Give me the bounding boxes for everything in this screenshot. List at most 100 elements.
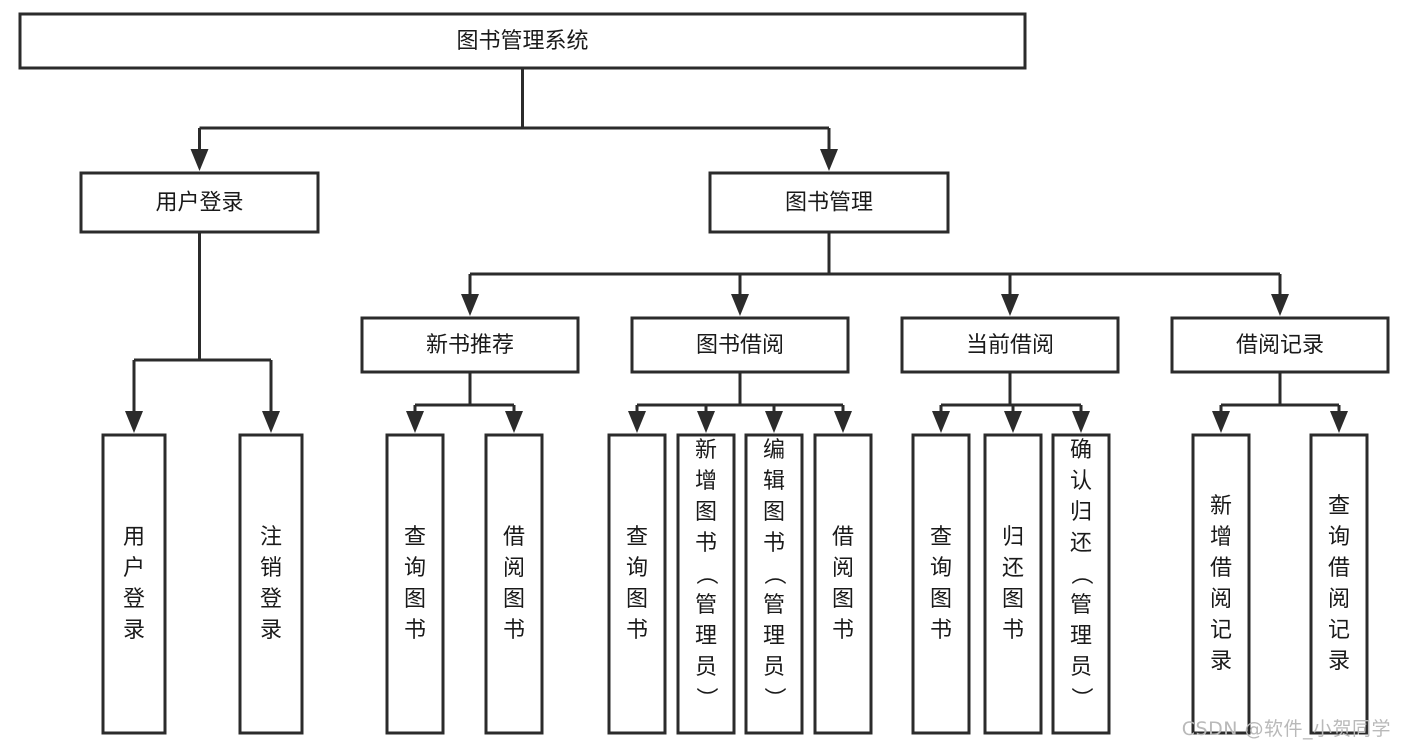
level2-node-4[interactable]: 借阅记录: [1170, 316, 1390, 374]
node-新增借阅记录-label-char: 新: [1210, 494, 1232, 519]
level2-node-2[interactable]: 图书借阅: [630, 316, 850, 374]
level1-node-1[interactable]: 用户登录: [79, 171, 320, 234]
node-归还图书-label-char: 还: [1002, 556, 1024, 581]
node-查询图书-box[interactable]: [607, 433, 667, 735]
node-借阅图书-label-char: 阅: [503, 556, 525, 581]
node-确认归还管理员-label-char: 归: [1070, 500, 1092, 525]
node-注销登录-label-char: 销: [260, 556, 282, 581]
node-编辑图书管理员-label-char: 管: [763, 593, 785, 618]
node-确认归还管理员-label-char: ）: [1068, 687, 1093, 709]
node-查询图书-box[interactable]: [385, 433, 445, 735]
node-借阅图书-label-char: 书: [503, 618, 525, 643]
node-注销登录-box[interactable]: [238, 433, 304, 735]
node-新增图书管理员-label-char: 管: [695, 593, 717, 618]
node-编辑图书管理员-label-char: 图: [763, 500, 785, 525]
node-注销登录-label-char: 录: [260, 618, 282, 643]
node-确认归还管理员-label-char: 还: [1070, 531, 1092, 556]
node-借阅记录-box[interactable]: [1170, 316, 1390, 374]
root-node-1[interactable]: 图书管理系统: [18, 12, 1027, 70]
node-新增图书管理员-label-char: 图: [695, 500, 717, 525]
node-确认归还管理员-label-char: 管: [1070, 593, 1092, 618]
node-编辑图书管理员-label-char: ）: [761, 687, 786, 709]
node-查询图书-box[interactable]: [911, 433, 971, 735]
node-编辑图书管理员-label-char: 书: [763, 531, 785, 556]
node-借阅图书-label-char: 借: [832, 525, 854, 550]
node-编辑图书管理员-label-char: 理: [763, 624, 785, 649]
connector-arrowhead: [628, 411, 646, 433]
node-当前借阅-box[interactable]: [900, 316, 1120, 374]
node-编辑图书管理员-label-char: （: [761, 563, 786, 585]
node-用户登录-box[interactable]: [79, 171, 320, 234]
node-借阅图书-box[interactable]: [484, 433, 544, 735]
connector-arrowhead: [505, 411, 523, 433]
node-图书管理-box[interactable]: [708, 171, 950, 234]
node-图书借阅-box[interactable]: [630, 316, 850, 374]
node-图书管理-label: 图书管理: [785, 191, 873, 216]
node-用户登录-label-char: 户: [123, 556, 145, 581]
connector-arrowhead: [697, 411, 715, 433]
edges-layer: [125, 68, 1348, 433]
node-查询借阅记录-label-char: 询: [1328, 525, 1350, 550]
node-查询借阅记录-label-char: 查: [1328, 494, 1350, 519]
node-新增图书管理员-label-char: 新: [695, 438, 717, 463]
node-图书管理系统-box[interactable]: [18, 12, 1027, 70]
level1-node-2[interactable]: 图书管理: [708, 171, 950, 234]
node-新增图书管理员-box[interactable]: [676, 433, 736, 735]
node-借阅记录-label: 借阅记录: [1236, 333, 1324, 358]
connector-arrowhead: [731, 294, 749, 316]
connector-arrowhead: [1271, 294, 1289, 316]
node-注销登录-label-char: 登: [260, 587, 282, 612]
node-图书借阅-label: 图书借阅: [696, 333, 784, 358]
watermark-text: CSDN @软件_小贺同学: [1181, 718, 1391, 740]
node-确认归还管理员-label-char: （: [1068, 563, 1093, 585]
node-编辑图书管理员-box[interactable]: [744, 433, 804, 735]
nodes-layer: 图书管理系统用户登录图书管理新书推荐图书借阅当前借阅借阅记录用户登录注销登录查询…: [18, 12, 1390, 735]
node-新增图书管理员-label-char: ）: [693, 687, 718, 709]
node-用户登录-label-char: 登: [123, 587, 145, 612]
node-确认归还管理员-label-char: 理: [1070, 624, 1092, 649]
node-新增图书管理员-label-char: 理: [695, 624, 717, 649]
node-用户登录-box[interactable]: [101, 433, 167, 735]
node-借阅图书-box[interactable]: [813, 433, 873, 735]
level2-node-3[interactable]: 当前借阅: [900, 316, 1120, 374]
node-查询图书-label-char: 查: [930, 525, 952, 550]
node-归还图书-label-char: 图: [1002, 587, 1024, 612]
level2-node-1[interactable]: 新书推荐: [360, 316, 580, 374]
node-查询借阅记录-box[interactable]: [1309, 433, 1369, 735]
connector-arrowhead: [834, 411, 852, 433]
node-确认归还管理员-box[interactable]: [1051, 433, 1111, 735]
connector-arrowhead: [1072, 411, 1090, 433]
connector-arrowhead: [1001, 294, 1019, 316]
node-确认归还管理员-label-char: 员: [1070, 655, 1092, 680]
connector-arrowhead: [820, 149, 838, 171]
node-查询借阅记录-label-char: 记: [1328, 618, 1350, 643]
connector-arrowhead: [262, 411, 280, 433]
node-新书推荐-box[interactable]: [360, 316, 580, 374]
node-归还图书-box[interactable]: [983, 433, 1043, 735]
node-借阅图书-label-char: 图: [503, 587, 525, 612]
node-新增借阅记录-label-char: 录: [1210, 649, 1232, 674]
leaf-node-1[interactable]: 用户登录: [101, 433, 167, 735]
node-查询借阅记录-label-char: 借: [1328, 556, 1350, 581]
node-借阅图书-label-char: 图: [832, 587, 854, 612]
node-查询图书-label-char: 询: [404, 556, 426, 581]
node-查询图书-label-char: 书: [404, 618, 426, 643]
node-编辑图书管理员-label-char: 辑: [763, 469, 785, 494]
node-新增借阅记录-box[interactable]: [1191, 433, 1251, 735]
connector-arrowhead: [190, 149, 209, 171]
node-查询图书-label-char: 书: [930, 618, 952, 643]
